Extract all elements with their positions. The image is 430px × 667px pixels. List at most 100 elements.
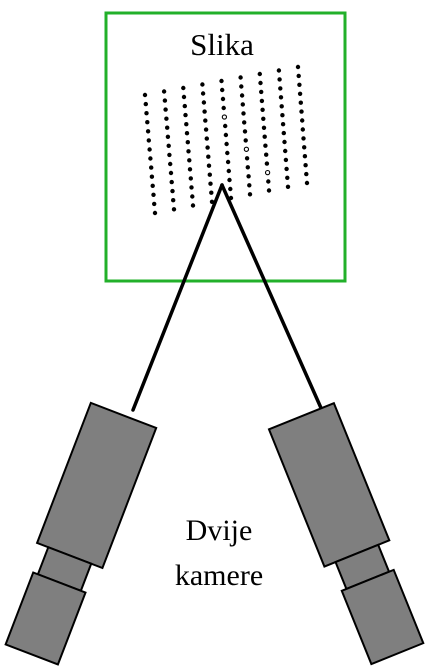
grid-dot xyxy=(283,157,289,163)
grid-hollow-marker xyxy=(243,146,250,152)
grid-dot xyxy=(284,166,289,172)
grid-dot xyxy=(183,112,188,118)
calibration-dot-grid xyxy=(142,64,310,216)
grid-dot xyxy=(190,203,196,208)
right-camera-lens xyxy=(340,568,425,666)
grid-dot xyxy=(221,105,226,111)
grid-dot xyxy=(143,101,148,107)
grid-dot xyxy=(300,118,305,123)
grid-dot xyxy=(186,149,191,154)
grid-dot xyxy=(208,181,213,186)
grid-dot xyxy=(220,96,226,102)
grid-dot xyxy=(185,140,190,145)
left-camera-sight-line xyxy=(131,183,224,412)
grid-dot xyxy=(169,179,174,185)
grid-dot xyxy=(276,68,282,73)
grid-dot xyxy=(166,143,171,148)
grid-dot xyxy=(182,103,187,109)
grid-dot xyxy=(277,77,282,82)
grid-dot xyxy=(209,190,214,195)
grid-dot xyxy=(295,64,301,70)
grid-dot xyxy=(239,93,245,98)
grid-dot xyxy=(264,161,270,166)
grid-dot xyxy=(149,174,155,179)
grid-dot xyxy=(151,192,156,197)
grid-hollow-marker xyxy=(264,169,271,176)
grid-dot xyxy=(243,138,248,143)
grid-dot xyxy=(280,113,285,118)
grid-dot xyxy=(150,183,155,188)
grid-dot xyxy=(261,116,266,122)
grid-dot xyxy=(297,91,303,97)
grid-dot xyxy=(168,170,174,176)
grid-dot xyxy=(227,177,232,183)
grid-dot xyxy=(242,129,248,134)
grid-dot xyxy=(201,100,207,105)
image-frame xyxy=(104,11,347,283)
grid-dot xyxy=(299,109,304,114)
grid-dot xyxy=(170,188,175,194)
grid-dot xyxy=(239,84,244,89)
grid-dot xyxy=(257,71,262,77)
grid-dot xyxy=(298,100,303,105)
grid-dot xyxy=(224,141,229,147)
grid-dot xyxy=(184,122,189,127)
grid-dot xyxy=(303,163,308,168)
grid-dot xyxy=(200,91,206,96)
left-camera-lens xyxy=(4,571,87,666)
grid-dot xyxy=(246,174,251,179)
grid-dot xyxy=(200,82,205,87)
grid-dot xyxy=(285,184,291,189)
grid-dot xyxy=(152,210,158,216)
grid-dot xyxy=(247,183,252,188)
grid-dot xyxy=(244,156,250,161)
grid-dot xyxy=(184,131,190,136)
grid-dot xyxy=(205,145,210,150)
grid-dot xyxy=(225,150,230,156)
grid-dot xyxy=(262,134,267,139)
grid-dot xyxy=(206,154,211,159)
grid-dot xyxy=(168,161,173,167)
grid-dot xyxy=(146,138,151,143)
cameras-label-line1: Dvije xyxy=(186,514,253,547)
grid-dot xyxy=(301,136,306,141)
grid-dot xyxy=(304,171,309,177)
grid-dot xyxy=(282,139,287,145)
grid-dot xyxy=(207,172,212,177)
grid-dot xyxy=(223,132,229,138)
grid-dot xyxy=(296,73,301,79)
cameras-label-line2: kamere xyxy=(175,559,263,592)
grid-dot xyxy=(259,98,265,104)
grid-hollow-marker xyxy=(221,114,228,120)
right-camera-body xyxy=(267,401,391,568)
grid-dot xyxy=(165,134,171,139)
grid-dot xyxy=(202,109,207,114)
grid-dot xyxy=(161,89,167,94)
grid-dot xyxy=(280,122,286,127)
grid-dot xyxy=(258,80,263,86)
grid-dot xyxy=(247,192,253,197)
grid-dot xyxy=(266,179,271,184)
grid-dot xyxy=(285,175,290,180)
grid-dot xyxy=(219,78,224,84)
grid-dot xyxy=(206,163,212,168)
grid-dot xyxy=(147,147,152,152)
grid-dot xyxy=(223,123,228,129)
grid-dot xyxy=(240,102,245,107)
grid-dot xyxy=(300,127,305,132)
grid-dot xyxy=(187,167,193,172)
grid-dot xyxy=(279,104,284,109)
grid-dot xyxy=(171,198,176,203)
left-camera-body xyxy=(35,401,158,570)
left-camera xyxy=(4,401,158,666)
grid-dot xyxy=(181,85,186,91)
grid-dot xyxy=(188,176,193,181)
image-label: Slika xyxy=(190,27,254,62)
grid-dot xyxy=(278,95,284,100)
grid-dot xyxy=(264,152,269,157)
grid-dot xyxy=(302,154,308,159)
grid-dot xyxy=(162,98,168,103)
right-camera-sight-line xyxy=(220,183,323,410)
grid-dot xyxy=(204,136,209,141)
grid-dot xyxy=(263,143,268,148)
